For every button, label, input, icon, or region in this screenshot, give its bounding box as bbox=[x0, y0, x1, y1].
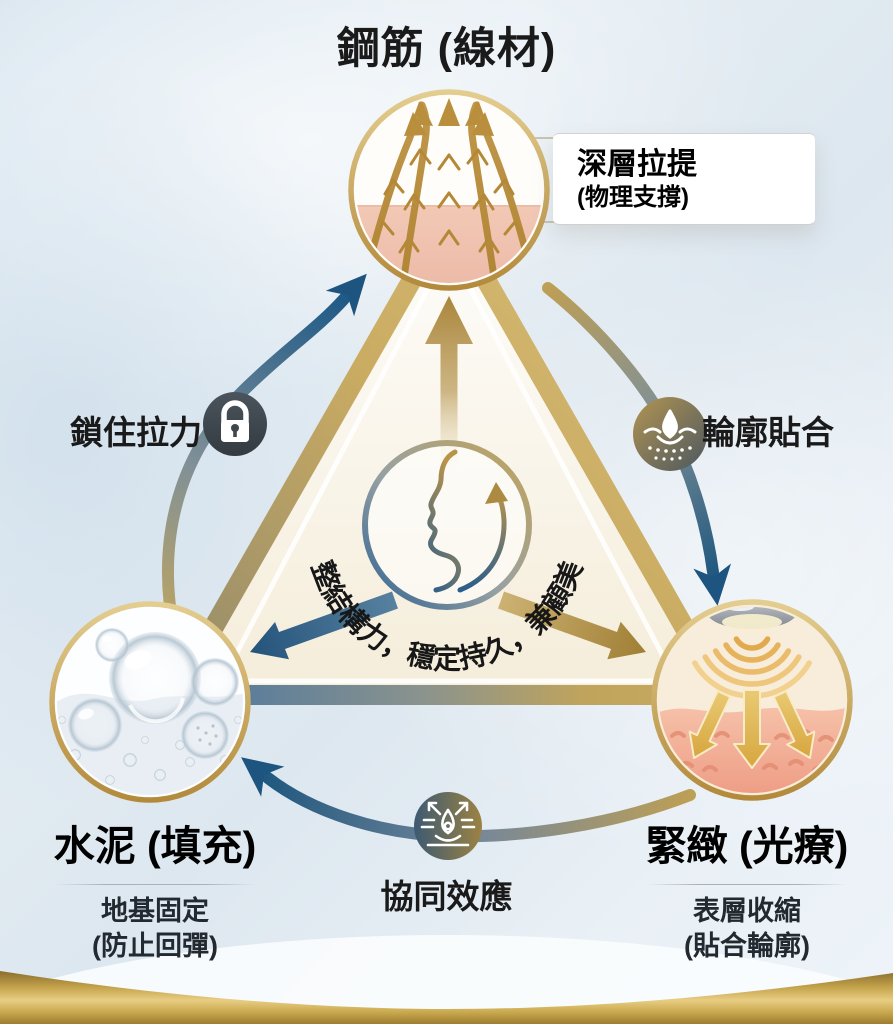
filler-text-block: 水泥 (填充) 地基固定 (防止回彈) bbox=[25, 812, 285, 964]
synergy-skin-icon bbox=[420, 801, 476, 847]
tightening-sub1: 表層收縮 bbox=[693, 896, 801, 926]
tightening-title: 緊緻 (光療) bbox=[645, 823, 849, 869]
filler-bubbles-icon bbox=[57, 628, 243, 795]
tightening-text-block: 緊緻 (光療) 表層收縮 (貼合輪廓) bbox=[617, 812, 877, 964]
divider bbox=[55, 884, 255, 885]
inner-left-arrow bbox=[250, 591, 398, 660]
filler-sub2: (防止回彈) bbox=[92, 931, 218, 961]
lock-badge bbox=[203, 392, 267, 456]
page-title: 鋼筋 (線材) bbox=[336, 25, 557, 73]
core-node bbox=[362, 440, 532, 610]
droplet-skin-icon bbox=[643, 409, 697, 461]
callout-subtitle: (物理支撐) bbox=[577, 183, 689, 211]
face-profile-lift-icon bbox=[427, 449, 508, 593]
thread-lift-node bbox=[348, 89, 550, 291]
callout-title: 深層拉提 bbox=[577, 147, 697, 181]
gold-footer-bar bbox=[0, 971, 893, 1024]
inner-right-arrow bbox=[498, 591, 646, 660]
lock-icon bbox=[221, 400, 249, 442]
lock-tension-label: 鎖住拉力 bbox=[70, 414, 202, 451]
filler-node bbox=[49, 601, 251, 803]
filler-title: 水泥 (填充) bbox=[53, 823, 257, 869]
light-therapy-node bbox=[651, 599, 853, 801]
droplet-badge bbox=[633, 397, 707, 471]
contour-fit-label: 輪廓貼合 bbox=[702, 414, 834, 451]
center-up-arrow bbox=[425, 296, 473, 470]
light-therapy-icon bbox=[659, 607, 845, 793]
filler-sub1: 地基固定 bbox=[101, 896, 209, 926]
tightening-sub2: (貼合輪廓) bbox=[684, 931, 810, 961]
thread-lift-arrows-icon bbox=[356, 98, 542, 283]
divider bbox=[647, 884, 847, 885]
synergy-badge bbox=[414, 792, 482, 860]
thread-callout-box: 深層拉提 (物理支撐) bbox=[553, 133, 815, 225]
synergy-label: 協同效應 bbox=[380, 878, 513, 915]
